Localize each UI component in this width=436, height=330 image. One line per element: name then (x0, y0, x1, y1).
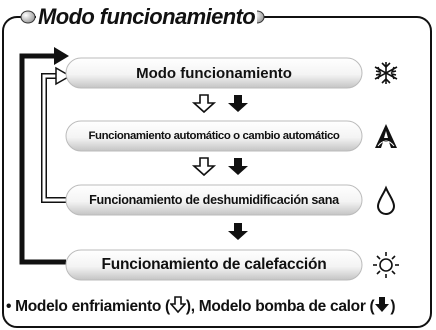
loop-arrowhead-thick (54, 47, 69, 65)
filled-down-arrow-icon (228, 158, 248, 175)
arrow-pair-2 (191, 157, 248, 177)
outline-down-arrow-icon (169, 296, 186, 314)
step-label-1: Modo funcionamiento (66, 58, 362, 88)
step-pill-bg-2 (65, 120, 363, 152)
step-pill-bg-1 (65, 57, 363, 89)
legend-middle: ), Modelo bomba de calor ( (185, 298, 375, 315)
title-orb-left (20, 10, 36, 24)
filled-down-arrow-icon (375, 297, 390, 312)
filled-down-arrow-icon (228, 223, 248, 240)
sun-icon (373, 252, 399, 278)
arrow-single-3 (228, 223, 248, 240)
step-pill-bg-3 (65, 184, 363, 216)
outline-down-arrow-icon (191, 157, 217, 177)
step-pill-bg-4 (65, 249, 363, 281)
outline-down-arrow-icon (191, 94, 217, 114)
legend-suffix: ) (390, 298, 396, 315)
droplet-icon (376, 185, 396, 215)
arrow-pair-1 (191, 94, 248, 114)
legend-prefix: • Modelo enfriamiento ( (6, 298, 170, 315)
step-label-4: Funcionamiento de calefacción (66, 250, 362, 280)
panel-title: Modo funcionamiento (36, 3, 258, 31)
model-legend-note: • Modelo enfriamiento ( ), Modelo bomba d… (6, 296, 396, 316)
loop-arrowhead-outline (55, 66, 72, 86)
step-text: Funcionamiento de deshumidificación sana (89, 193, 339, 207)
snowflake-icon (374, 62, 398, 84)
loop-arrow-outline-inner (42, 74, 66, 202)
loop-arrow-thick (19, 53, 66, 265)
auto-a-icon (375, 124, 397, 148)
step-text: Funcionamiento de calefacción (101, 256, 327, 273)
step-label-3: Funcionamiento de deshumidificación sana (66, 185, 362, 215)
filled-down-arrow-icon (228, 95, 248, 112)
step-text: Modo funcionamiento (136, 64, 292, 82)
step-label-2: Funcionamiento automático o cambio autom… (66, 121, 362, 151)
step-text: Funcionamiento automático o cambio autom… (88, 130, 340, 142)
